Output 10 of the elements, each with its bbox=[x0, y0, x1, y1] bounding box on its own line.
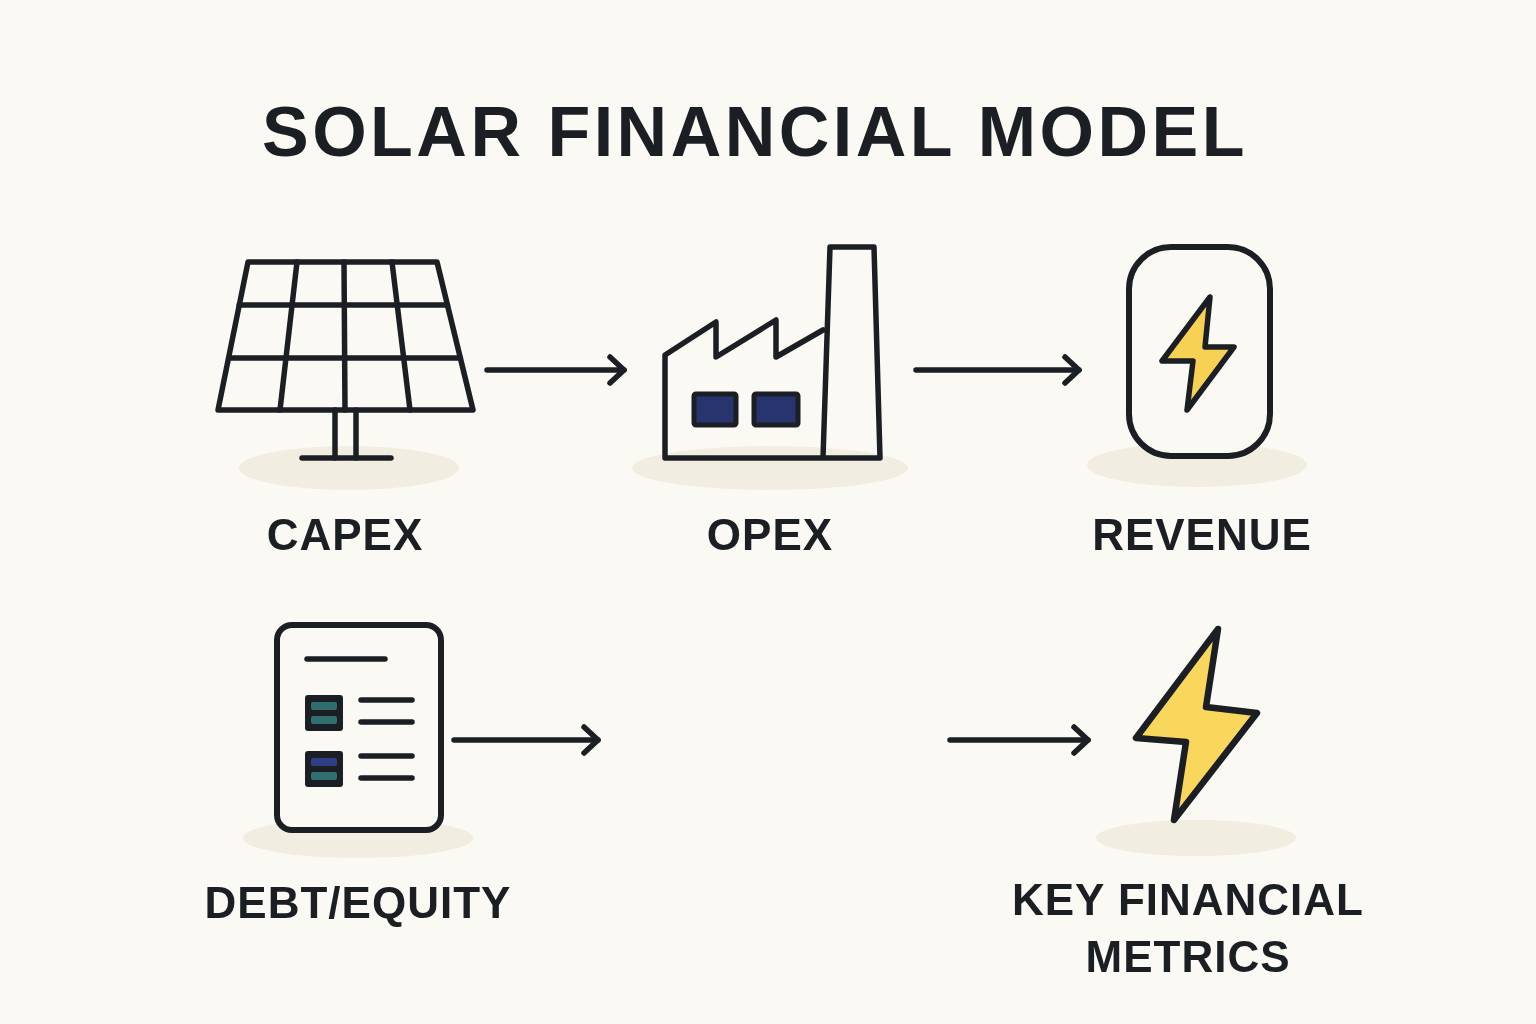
arrow bbox=[451, 724, 601, 756]
node-label: DEBT/EQUITY bbox=[203, 877, 513, 929]
node-label: OPEX bbox=[705, 509, 835, 561]
arrow bbox=[947, 724, 1091, 756]
node-label: REVENUE bbox=[1091, 509, 1313, 561]
arrow bbox=[913, 354, 1082, 386]
node-label: KEY FINANCIAL METRICS bbox=[1011, 874, 1365, 983]
title: SOLAR FINANCIAL MODEL bbox=[261, 92, 1249, 172]
arrow bbox=[484, 354, 627, 386]
node-label: CAPEX bbox=[265, 509, 425, 561]
